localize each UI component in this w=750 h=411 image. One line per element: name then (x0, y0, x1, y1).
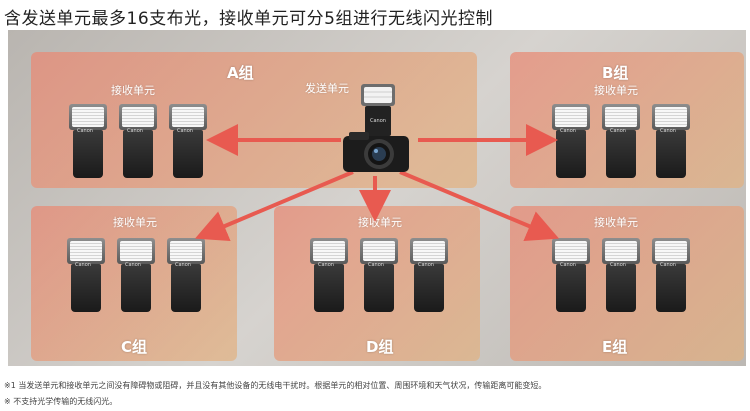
group-e-receiver-label: 接收单元 (594, 216, 638, 229)
flash-icon: Canon (360, 238, 398, 316)
group-e-label: E组 (602, 338, 628, 356)
group-d-box: 接收单元 Canon Canon Canon D组 (274, 206, 480, 361)
page-title: 含发送单元最多16支布光，接收单元可分5组进行无线闪光控制 (4, 9, 493, 29)
group-d-label: D组 (366, 338, 394, 356)
flash-icon: Canon (67, 238, 105, 316)
flash-icon: Canon (602, 238, 640, 316)
footnote-2: ※ 不支持光学传输的无线闪光。 (4, 397, 118, 406)
group-b-label: B组 (602, 64, 629, 82)
footnote-1: ※1 当发送单元和接收单元之间没有障碍物或阻碍，并且没有其他设备的无线电干扰时。… (4, 381, 547, 390)
flash-icon: Canon (169, 104, 207, 182)
flash-icon: Canon (652, 104, 690, 182)
flash-icon: Canon (652, 238, 690, 316)
flash-icon: Canon (410, 238, 448, 316)
diagram-panel: A组 接收单元 发送单元 Canon Canon Canon B组 接收单元 C… (8, 30, 746, 366)
flash-icon: Canon (602, 104, 640, 182)
flash-icon: Canon (552, 104, 590, 182)
transmitter-label: 发送单元 (305, 82, 349, 95)
flash-icon: Canon (552, 238, 590, 316)
group-a-label: A组 (227, 64, 254, 82)
group-c-receiver-label: 接收单元 (113, 216, 157, 229)
group-c-label: C组 (121, 338, 148, 356)
flash-icon: Canon (167, 238, 205, 316)
svg-text:Canon: Canon (370, 118, 386, 124)
flash-icon: Canon (117, 238, 155, 316)
camera-with-transmitter-icon: Canon (343, 84, 409, 172)
group-a-box: A组 接收单元 发送单元 Canon Canon Canon (31, 52, 477, 188)
group-b-receiver-label: 接收单元 (594, 84, 638, 97)
flash-icon: Canon (119, 104, 157, 182)
arrows-layer (194, 124, 560, 242)
flash-icon: Canon (310, 238, 348, 316)
group-b-box: B组 接收单元 Canon Canon Canon (510, 52, 744, 188)
flash-icon: Canon (69, 104, 107, 182)
arrow-to-e (399, 170, 560, 242)
group-a-receiver-label: 接收单元 (111, 84, 155, 97)
arrow-to-c (194, 170, 354, 241)
